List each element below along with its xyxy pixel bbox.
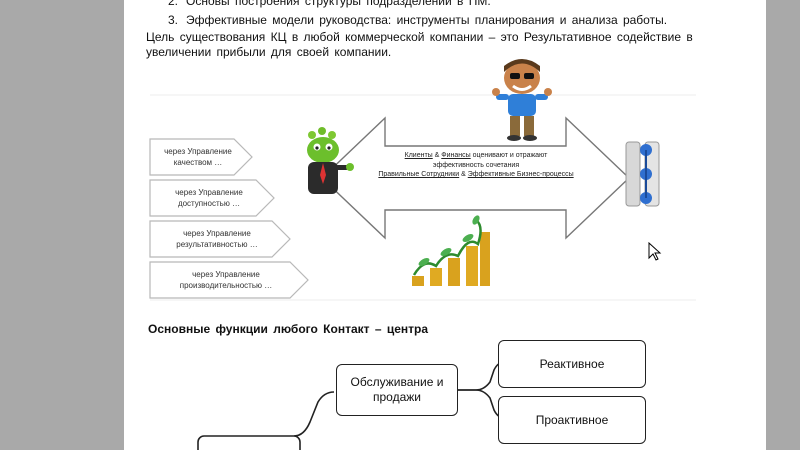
proactive-box: Проактивное bbox=[498, 396, 646, 444]
list-text: Основы построения структуры подразделени… bbox=[186, 0, 491, 8]
reactive-box: Реактивное bbox=[498, 340, 646, 388]
arrow-caption: Клиенты & Финансы оценивают и отражают э… bbox=[378, 152, 574, 178]
step-shape-1 bbox=[149, 138, 253, 176]
step-shape-2 bbox=[149, 179, 275, 217]
goal-paragraph: Цель существования КЦ в любой коммерческ… bbox=[146, 30, 693, 59]
list-item-3: 3. Эффективные модели руководства: инстру… bbox=[146, 13, 667, 27]
cartoon-boy-icon bbox=[492, 59, 552, 141]
step-shape-3 bbox=[149, 220, 291, 258]
document-page: 2. Основы построения структуры подразделе… bbox=[124, 0, 766, 450]
list-text: Эффективные модели руководства: инструме… bbox=[186, 13, 668, 27]
list-number: 3. bbox=[167, 13, 178, 27]
list-number: 2. bbox=[167, 0, 178, 8]
section-heading: Основные функции любого Контакт – центра bbox=[148, 322, 429, 336]
step-shape-4 bbox=[149, 261, 309, 299]
growth-coins-icon bbox=[412, 215, 490, 286]
process-chain-icon bbox=[625, 141, 660, 207]
list-item-2: 2. Основы построения структуры подразделе… bbox=[146, 0, 491, 8]
green-manager-icon bbox=[307, 127, 354, 194]
strategy-figure bbox=[149, 59, 696, 301]
mouse-pointer-icon bbox=[648, 242, 662, 261]
